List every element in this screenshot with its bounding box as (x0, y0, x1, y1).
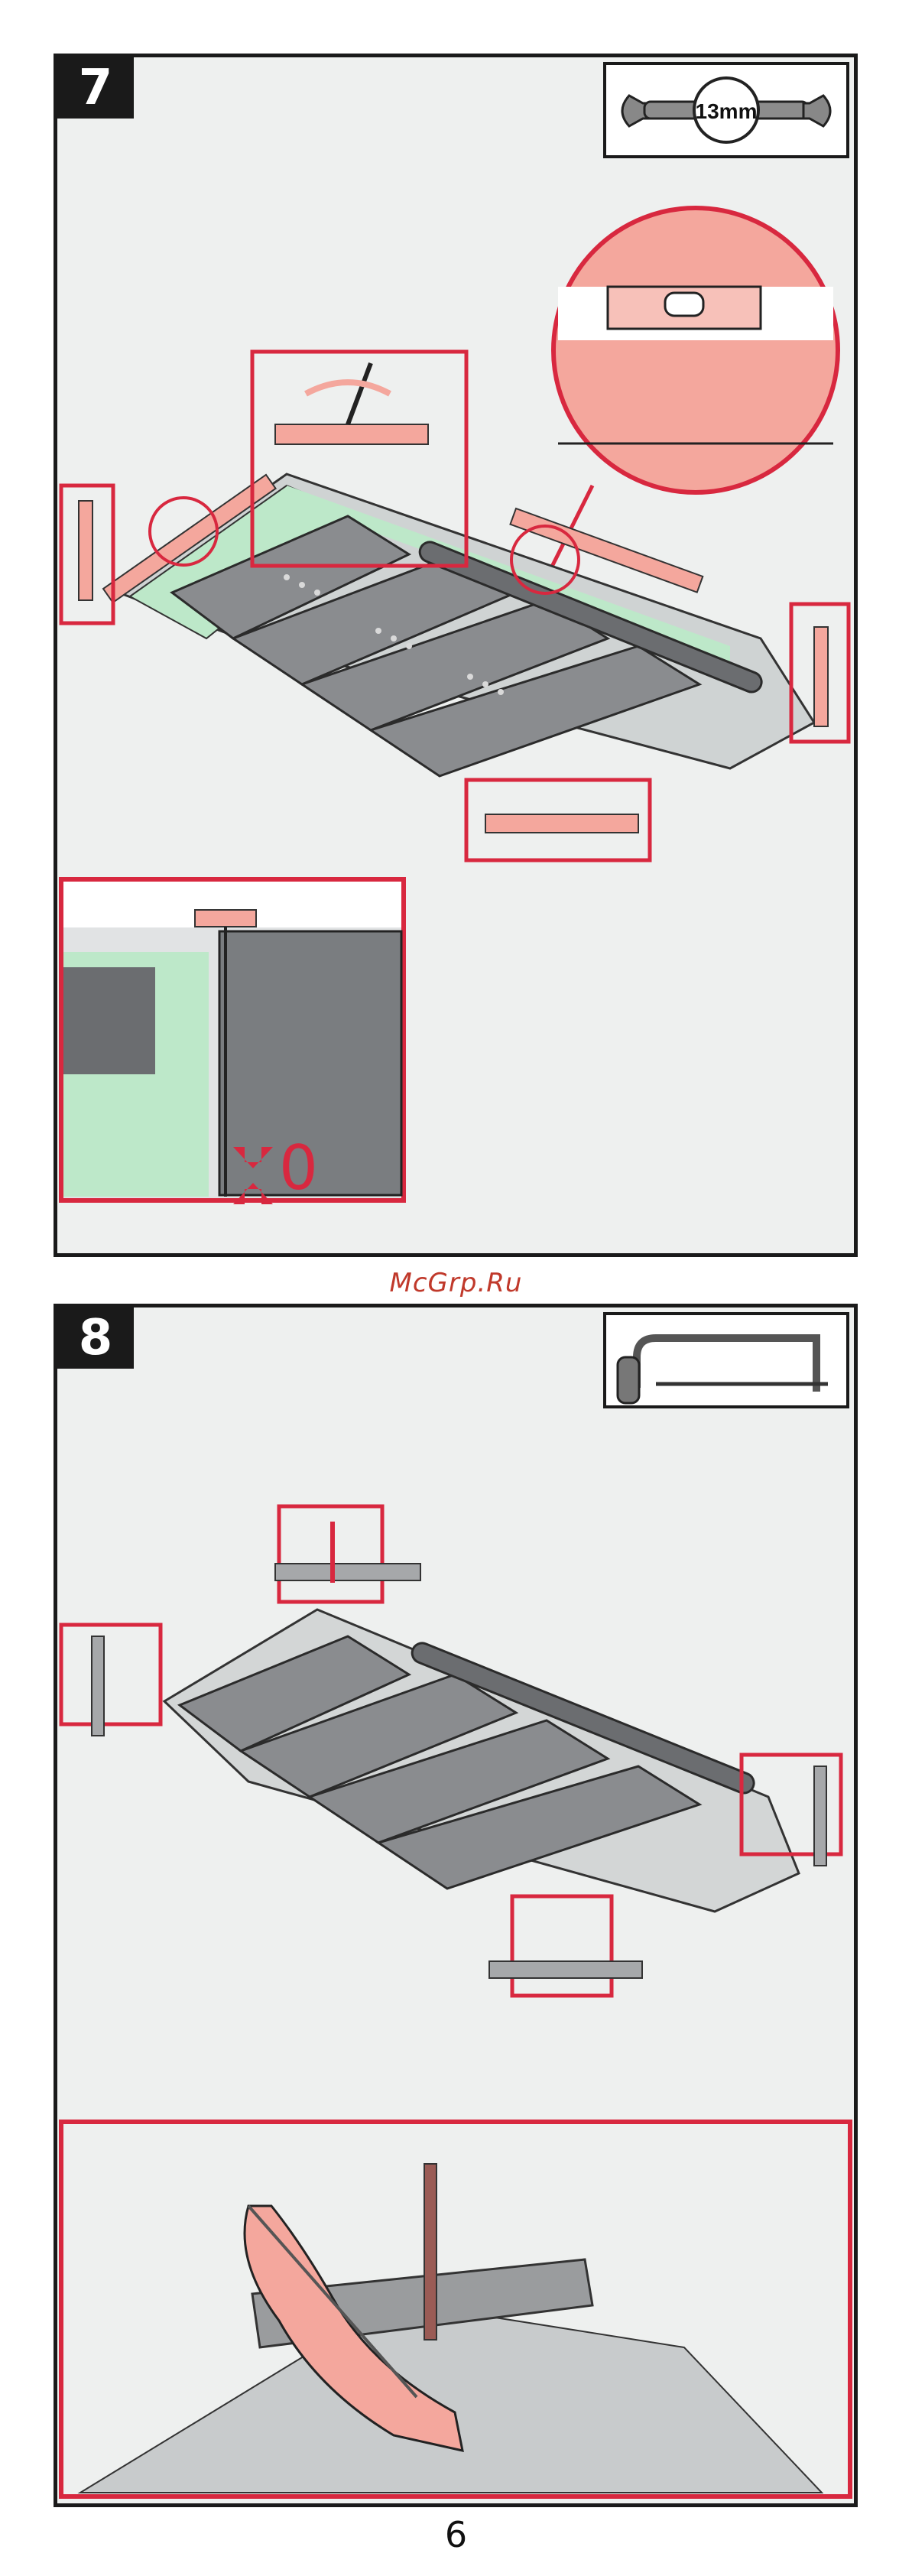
step-8-panel: 8 (54, 1304, 858, 2507)
callout-left (61, 1625, 161, 1724)
step-7-illustration: 0 (57, 57, 854, 1253)
top-level (275, 424, 428, 444)
gap-zero-label: 0 (279, 1132, 318, 1204)
watermark: McGrp.Ru (0, 1268, 912, 1298)
level-bubble (665, 293, 703, 316)
callout-bottom (512, 1896, 612, 1996)
level-zoom-circle (553, 208, 838, 492)
step-7-panel: 7 13mm (54, 54, 858, 1257)
threaded-rod (424, 2164, 437, 2340)
page-number: 6 (0, 2514, 912, 2555)
step-8-illustration (57, 1307, 854, 2503)
